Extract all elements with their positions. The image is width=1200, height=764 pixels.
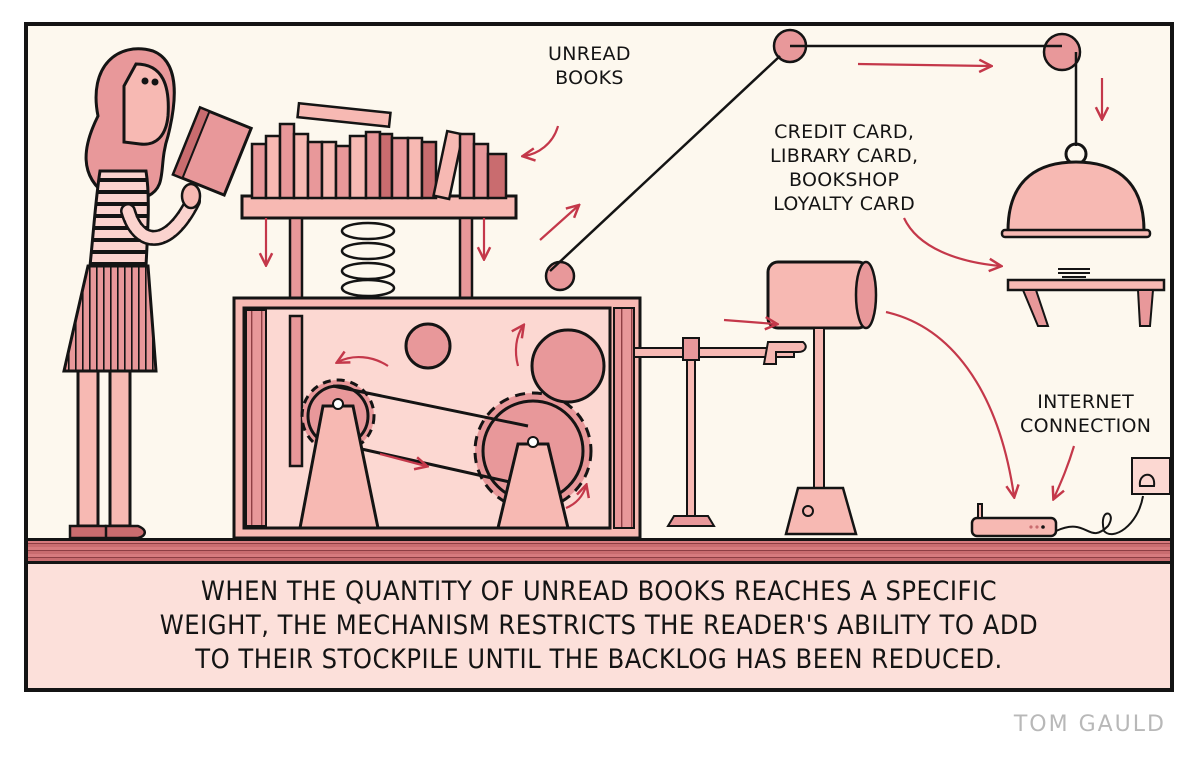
bookshelf-unread-books (240, 101, 518, 300)
label-line: UNREAD (548, 43, 631, 65)
label-line: CREDIT CARD, (774, 121, 915, 143)
pulley-rope-system (544, 28, 1082, 292)
label-line: BOOKSHOP (789, 169, 900, 191)
label-line: CONNECTION (1020, 415, 1152, 437)
comic-panel: UNREAD BOOKS CREDIT CARD, LIBRARY CARD, … (24, 22, 1174, 692)
label-line: LOYALTY CARD (773, 193, 916, 215)
label-line: BOOKS (555, 67, 624, 89)
shelf-with-cards (1006, 268, 1166, 327)
wall-socket-icon (1131, 457, 1170, 495)
pointing-hand-arm (633, 337, 807, 527)
drum-trigger (766, 260, 878, 536)
label-unread-books: UNREAD BOOKS (548, 42, 631, 90)
gear-mechanism (232, 296, 642, 540)
router-internet (970, 495, 1144, 538)
artist-credit: TOM GAULD (1013, 712, 1166, 737)
label-line: INTERNET (1037, 391, 1135, 413)
caption-line-3: TO THEIR STOCKPILE UNTIL THE BACKLOG HAS… (195, 644, 1003, 675)
caption-box: WHEN THE QUANTITY OF UNREAD BOOKS REACHE… (28, 564, 1170, 688)
floor-plank (28, 538, 1170, 564)
label-internet-connection: INTERNET CONNECTION (1020, 390, 1151, 438)
caption-line-2: WEIGHT, THE MECHANISM RESTRICTS THE READ… (159, 610, 1039, 641)
label-line: LIBRARY CARD, (770, 145, 919, 167)
cloche-cover (1000, 142, 1152, 239)
label-cards: CREDIT CARD, LIBRARY CARD, BOOKSHOP LOYA… (770, 120, 918, 216)
spring-icon (340, 221, 396, 298)
motion-arrows (266, 64, 1102, 510)
caption-line-1: WHEN THE QUANTITY OF UNREAD BOOKS REACHE… (200, 576, 998, 607)
woman-reader (62, 47, 254, 540)
illustration-scene (62, 28, 1170, 540)
